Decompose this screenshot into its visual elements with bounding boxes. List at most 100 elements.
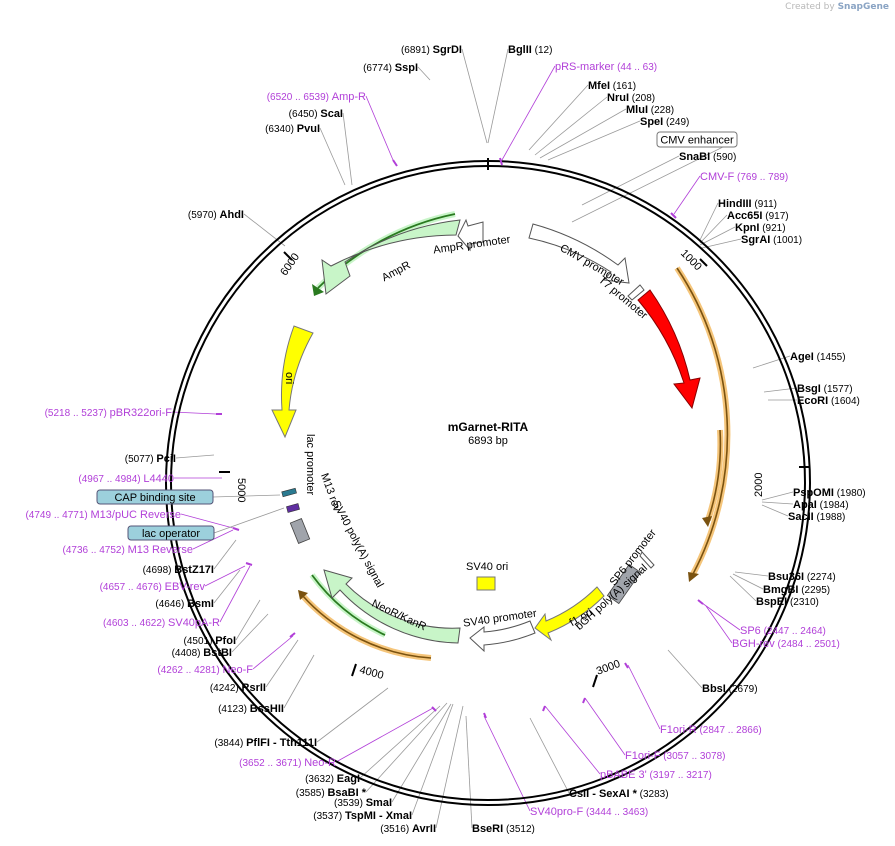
f1-ori-arrow [534, 586, 605, 642]
enzyme-label-bsshii: (4123) BssHII [218, 703, 284, 715]
connector-line [243, 213, 286, 247]
cmv-promoter-arrow [528, 223, 630, 284]
primer-label-m13-puc-reverse: (4749 .. 4771) M13/pUC Reverse [25, 509, 181, 521]
orange-feature-right-arrowhead [688, 572, 699, 582]
connector-line [627, 664, 661, 730]
enzyme-label-eagi: (3632) EagI [305, 773, 360, 785]
connector-line [761, 504, 789, 517]
connector-line [283, 654, 315, 709]
connector-line [417, 66, 431, 81]
primer-label-f1ori-f: F1ori-F (3057 .. 3078) [625, 750, 726, 762]
enzyme-label-hindiii: HindIII (911) [718, 198, 777, 210]
primer-mark-ebv [245, 562, 253, 566]
primer-label-l4440: (4967 .. 4984) L4440 [78, 473, 174, 485]
lac-operator-rect [127, 525, 215, 541]
cap-site-label: CAP binding site [114, 492, 195, 504]
enzyme-label-snabi: SnaBI (590) [679, 151, 736, 163]
connector-line [359, 705, 441, 779]
primer-label-sv40pa-r: (4603 .. 4622) SV40pA-R [103, 617, 220, 629]
connector-line [231, 613, 269, 653]
connector-line [529, 717, 570, 794]
primer-label-sv40pro-f: SV40pro-F (3444 .. 3463) [530, 806, 648, 818]
connector-line [501, 65, 556, 161]
enzyme-label-pspomi: PspOMI (1980) [793, 487, 866, 499]
connector-line [534, 96, 608, 156]
orange-feature-inner-arrowhead [702, 516, 712, 527]
connector-line [487, 48, 509, 144]
primer-mark-cmvf [670, 212, 677, 219]
enzyme-label-bsu36i: Bsu36I (2274) [768, 571, 836, 583]
enzyme-label-pfoi: (4501) PfoI [184, 635, 236, 647]
connector-line [547, 120, 641, 161]
tick-6000 [283, 251, 293, 261]
enzyme-label-pflfi-tth111i: (3844) PflFI - Tth111I [214, 737, 317, 749]
connector-line [435, 705, 464, 829]
connector-line [705, 605, 733, 644]
plasmid-length: 6893 bp [468, 435, 508, 447]
enzyme-label-bstz17i: (4698) BstZ17I [143, 564, 214, 576]
enzyme-label-agei: AgeI (1455) [790, 351, 846, 363]
enzyme-label-bmgbi: BmgBI (2295) [763, 584, 830, 596]
sv40-promoter-arrow [469, 620, 536, 653]
enzyme-label-sacii: SacII (1988) [788, 511, 845, 523]
primer-label-f1ori-r: F1ori-R (2847 .. 2866) [660, 724, 762, 736]
orange-feature-bottom-arrowhead [298, 590, 308, 600]
primer-mark-sp6 [697, 599, 704, 605]
right-site-labels: BglII (12)pRS-marker (44 .. 63)MfeI (161… [472, 44, 866, 835]
enzyme-label-ecori: EcoRI (1604) [797, 395, 860, 407]
enzyme-label-bsabi: (3585) BsaBI * [296, 787, 367, 799]
cap-site-box: CAP binding site [96, 489, 214, 505]
enzyme-label-kpni: KpnI (921) [735, 222, 786, 234]
connector-line [584, 697, 626, 756]
connector-line [673, 175, 701, 215]
enzyme-label-mlui: MluI (228) [626, 104, 674, 116]
enzyme-label-pvui: (6340) PvuI [265, 123, 320, 135]
connector-line [701, 602, 741, 631]
primer-label-bgh-rev: BGH-rev (2484 .. 2501) [732, 638, 840, 650]
tick-4000 [351, 663, 357, 677]
connector-line [761, 491, 794, 501]
connector-line [699, 202, 719, 241]
connector-line [734, 571, 769, 577]
enzyme-label-bstbi: (4408) BstBI [172, 647, 232, 659]
lac-operator-box: lac operator [127, 525, 215, 541]
plasmid-name: mGarnet-RITA [448, 420, 529, 434]
primer-mark-f1orif [582, 697, 586, 704]
mruby-arrow [637, 289, 701, 410]
primer-mark-sv40pro [483, 712, 487, 719]
connector-line [544, 705, 601, 775]
connector-line [701, 238, 742, 249]
tick-label-1000: 1000 [678, 247, 704, 273]
enzyme-label-sgrdi: (6891) SgrDI [401, 44, 462, 56]
sv40-polya-block [289, 518, 311, 544]
enzyme-label-nrui: NruI (208) [607, 92, 655, 104]
connector-line [465, 715, 473, 829]
connector-line [365, 702, 448, 793]
enzyme-label-bseri: BseRI (3512) [472, 823, 535, 835]
box-connector-line [571, 139, 738, 223]
ampr-label: AmpR [380, 259, 413, 284]
lac-operator-mark [286, 503, 300, 513]
ampr-promoter-arrow [457, 218, 484, 252]
ori-label: ori [283, 372, 295, 384]
bgh-polya-block [606, 563, 642, 605]
orange-feature-bottom-core [301, 594, 432, 659]
primer-label-prs-marker: pRS-marker (44 .. 63) [555, 61, 657, 73]
connector-line [411, 703, 454, 816]
primer-label-pbr322ori-f: (5218 .. 5237) pBR322ori-F [45, 407, 173, 419]
connector-line [252, 635, 294, 670]
connector-line [213, 539, 237, 570]
enzyme-label-smai: (3539) SmaI [334, 797, 392, 809]
tick-label-2000: 2000 [753, 473, 765, 497]
connector-line [213, 569, 241, 604]
primer-mark-neor [431, 706, 437, 712]
snapgene-credit: Created by SnapGene [785, 2, 889, 12]
primer-marks [216, 157, 704, 719]
enzyme-label-bsgi: BsgI (1577) [797, 383, 853, 395]
box-connector-line [212, 494, 281, 498]
primer-mark-neof [289, 632, 296, 638]
connector-line [204, 565, 246, 587]
kb-ticks: 1000 2000 3000 4000 5000 6000 [219, 247, 810, 688]
primer-label-neo-f: (4262 .. 4281) Neo-F [157, 664, 253, 676]
primer-mark-m13 [232, 527, 240, 531]
